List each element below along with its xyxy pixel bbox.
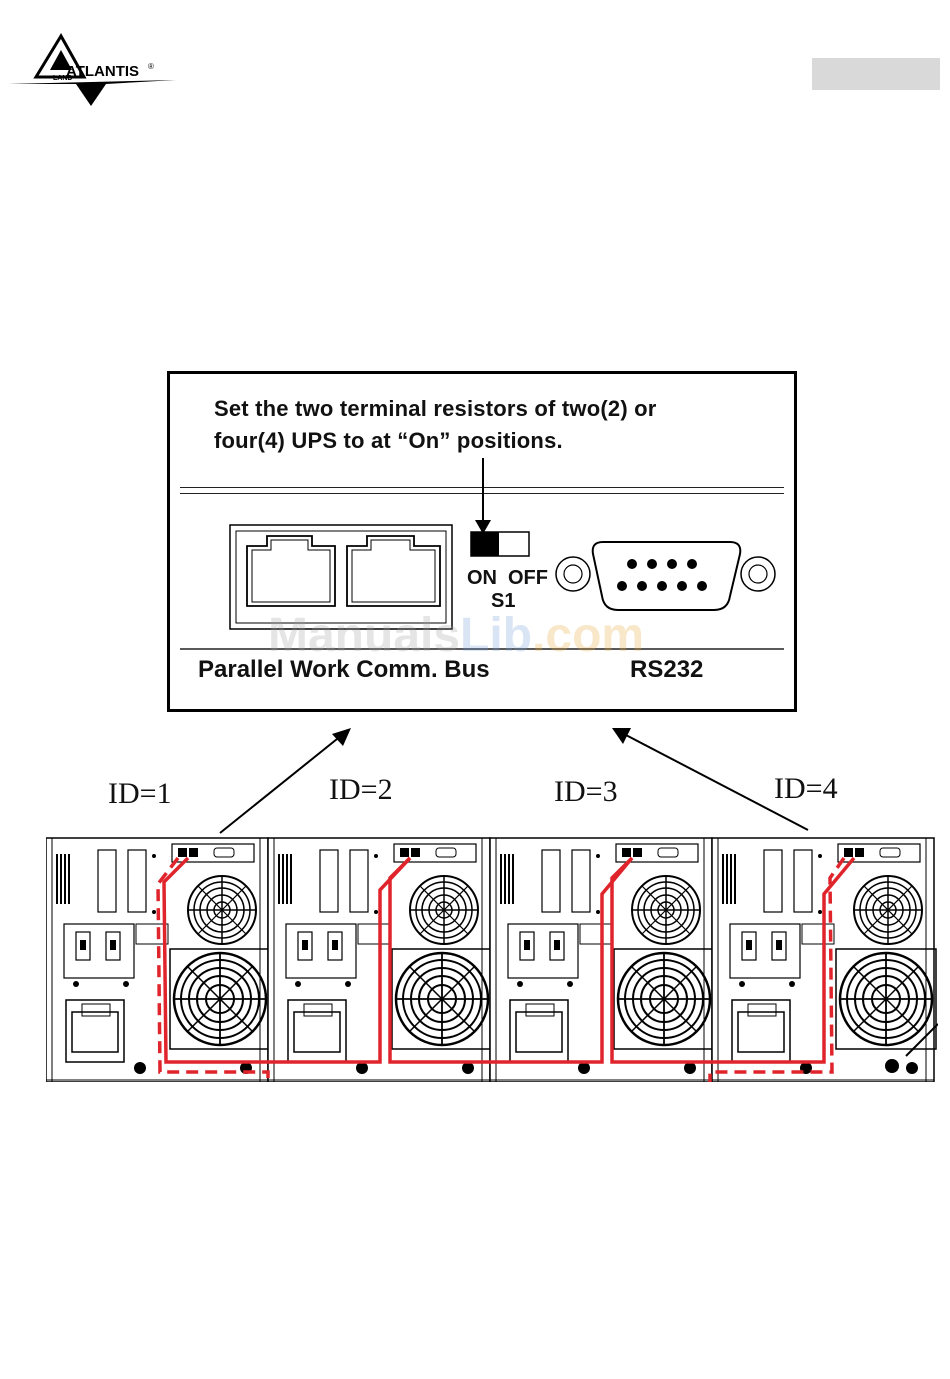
logo-sub-text: LAND [53, 75, 72, 82]
rj45-port-2-inner [352, 540, 435, 602]
atlantis-land-logo: ATLANTIS LAND ® [6, 32, 181, 114]
rj45-port-1 [247, 536, 335, 606]
arrow-id1-line [220, 735, 342, 833]
ups-rack-drawing [46, 834, 938, 1082]
logo-registered: ® [148, 62, 154, 71]
header-tag [812, 58, 940, 90]
db9-shell [593, 542, 741, 610]
id-label-1: ID=1 [108, 777, 172, 811]
callout-arrows [0, 700, 950, 840]
id-label-2: ID=2 [329, 773, 393, 807]
db9-screw-left [556, 557, 590, 591]
logo-text: ATLANTIS [66, 63, 139, 80]
terminal-switch-on-position [471, 532, 499, 556]
rj45-port-1-inner [252, 540, 330, 602]
id-label-3: ID=3 [554, 775, 618, 809]
db9-screw-right [741, 557, 775, 591]
db9-pins [617, 559, 707, 591]
arrow-id1-head [332, 728, 351, 746]
rj45-port-2 [347, 536, 440, 606]
switch-on-label: ON [467, 567, 497, 590]
watermark-part-3: .com [532, 609, 644, 662]
watermark-part-1: Manuals [268, 609, 460, 662]
watermark-part-2: Lib [460, 609, 532, 662]
watermark: ManualsLib.com [268, 608, 644, 663]
id-label-4: ID=4 [774, 772, 838, 806]
switch-off-label: OFF [508, 567, 548, 590]
